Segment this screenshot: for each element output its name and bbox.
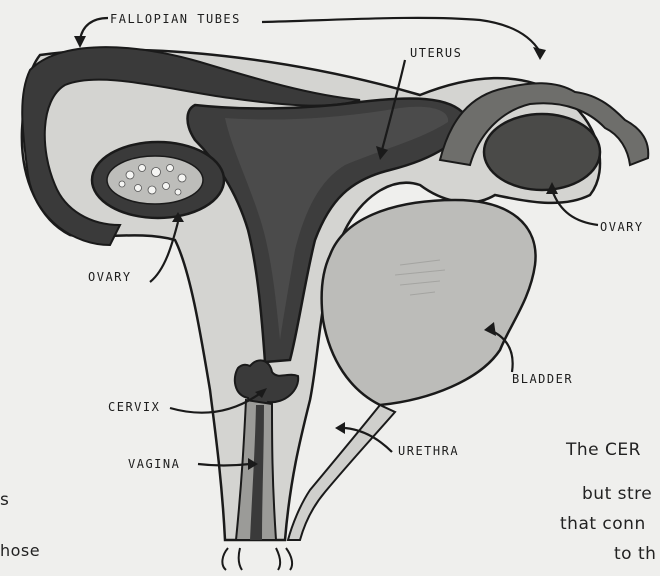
label-uterus: UTERUS [410,46,462,60]
label-vagina: VAGINA [128,457,180,471]
side-text-right-line-2: but stre [582,484,652,504]
side-text-left-bottom: hose [0,541,40,560]
side-text-right-line-3: that conn [560,514,646,534]
label-urethra: URETHRA [398,444,459,458]
left-ovary-follicles [107,156,203,204]
label-cervix: CERVIX [108,400,160,414]
side-text-right-line-4: to th [614,544,656,564]
side-text-left-top: s [0,490,9,510]
label-ovary-right: OVARY [600,220,644,234]
bladder [322,200,536,405]
side-text-right-line-1: The CER [566,440,641,460]
vulva-fringe [222,548,292,570]
label-bladder: BLADDER [512,372,573,386]
right-ovary [484,114,600,190]
label-ovary-left: OVARY [88,270,132,284]
label-fallopian-tubes: FALLOPIAN TUBES [110,12,241,26]
fallopian-leader-right [262,18,540,52]
